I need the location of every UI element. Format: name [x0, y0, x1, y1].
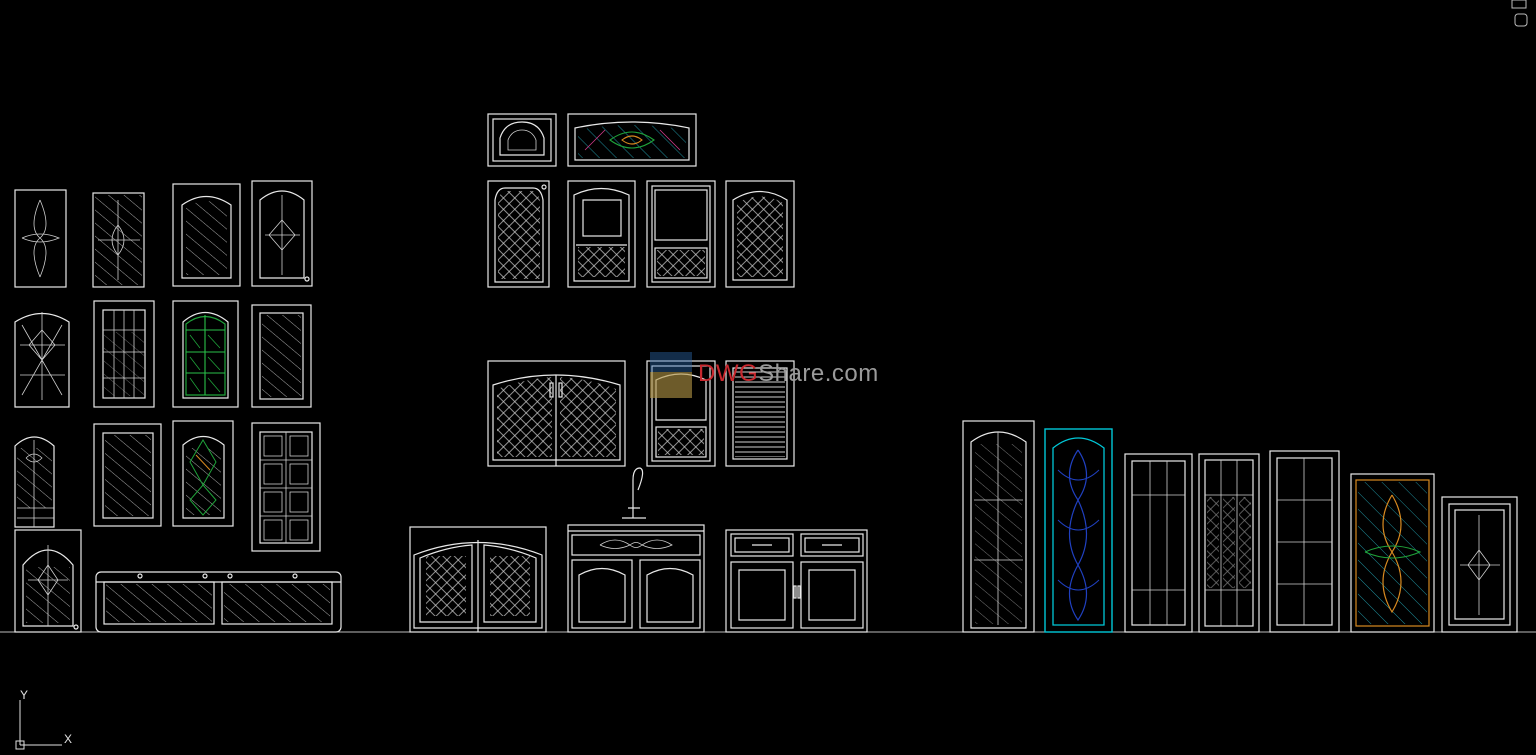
door-panel-left-r1c1[interactable]	[14, 189, 67, 288]
lattice-door-m4[interactable]	[725, 180, 795, 288]
double-lattice-cabinet[interactable]	[487, 360, 626, 467]
lattice-door-m3[interactable]	[646, 180, 716, 288]
sink-cabinet[interactable]	[567, 467, 705, 633]
tall-door-r1[interactable]	[962, 420, 1035, 633]
door-panel-left-r1c4[interactable]	[251, 180, 313, 287]
tall-door-r2-cyan[interactable]	[1044, 428, 1113, 633]
watermark-brand-red: DWG	[698, 360, 759, 387]
door-panel-left-r3c2[interactable]	[93, 423, 162, 527]
door-panel-left-r3c3[interactable]	[172, 420, 234, 527]
viewcube-icon[interactable]	[1511, 0, 1528, 27]
door-panel-left-r1c3[interactable]	[172, 183, 241, 287]
ucs-x-label: X	[64, 732, 73, 746]
tall-door-r5[interactable]	[1269, 450, 1340, 633]
watermark-text: DWGShare.com	[698, 360, 879, 388]
drawer-cabinet[interactable]	[725, 529, 868, 633]
tall-door-r4[interactable]	[1198, 453, 1260, 633]
arch-top-panel[interactable]	[487, 113, 557, 167]
long-bench-panel[interactable]	[95, 571, 342, 633]
door-panel-left-r3c1[interactable]	[14, 436, 55, 528]
door-panel-left-r2c2[interactable]	[93, 300, 155, 408]
door-panel-left-r2c3-green[interactable]	[172, 300, 239, 408]
door-panel-left-r4c1[interactable]	[14, 529, 82, 633]
tall-door-r6-stained[interactable]	[1350, 473, 1435, 633]
tall-door-r7[interactable]	[1441, 496, 1518, 633]
ucs-icon	[15, 700, 62, 750]
stained-glass-top-panel[interactable]	[567, 113, 697, 167]
small-lattice-cabinet[interactable]	[646, 360, 716, 467]
door-panel-left-r2c4[interactable]	[251, 304, 312, 408]
watermark-brand-gray: Share.com	[758, 360, 879, 387]
lattice-door-m2[interactable]	[567, 180, 636, 288]
lattice-door-m1[interactable]	[487, 180, 550, 288]
door-panel-left-r2c1[interactable]	[14, 312, 70, 408]
tall-door-r3[interactable]	[1124, 453, 1193, 633]
watermark-logo-icon	[650, 352, 692, 398]
base-cabinet-lattice[interactable]	[409, 526, 547, 633]
ucs-y-label: Y	[20, 688, 29, 702]
door-panel-left-r1c2[interactable]	[92, 192, 145, 288]
louver-door[interactable]	[725, 360, 795, 467]
door-panel-left-r3c4[interactable]	[251, 422, 321, 552]
